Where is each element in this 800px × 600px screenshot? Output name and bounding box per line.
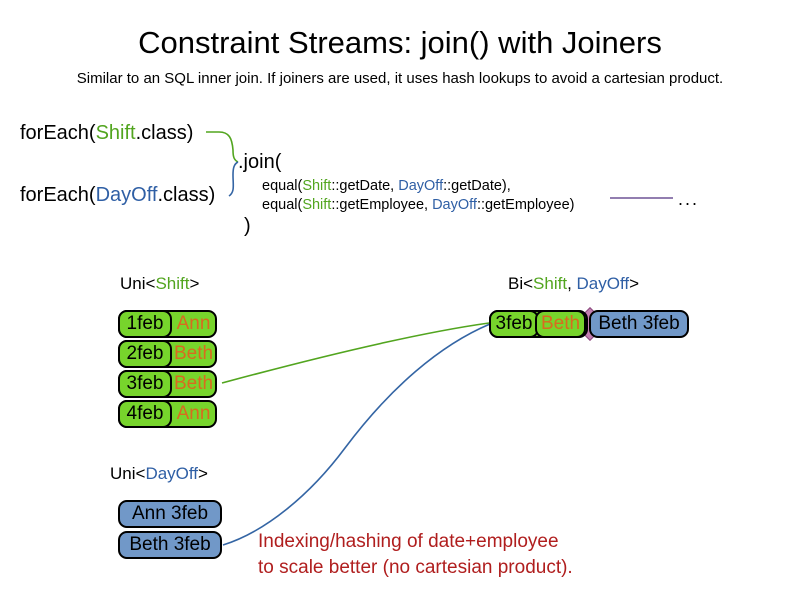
label-text: >	[198, 464, 208, 483]
label-text: ,	[567, 274, 577, 293]
code-text: ::getEmployee)	[476, 197, 575, 213]
shift-row-1feb: 1feb Ann	[118, 310, 217, 338]
dayoff-to-bi-connector	[222, 323, 491, 546]
code-text: ::getEmployee,	[331, 197, 433, 213]
label-text: Bi<	[508, 274, 534, 293]
shift-date-cell: 2feb	[118, 340, 172, 368]
shift-date-cell: 3feb	[118, 370, 172, 398]
shift-to-bi-connector	[221, 322, 490, 384]
shift-row-3feb: 3feb Beth	[118, 370, 217, 398]
code-join-close: )	[244, 215, 251, 237]
shift-class-token: Shift	[95, 122, 136, 144]
code-join-open: .join(	[238, 151, 282, 173]
label-text: >	[189, 274, 200, 293]
label-text: Uni<	[110, 464, 146, 483]
code-text: .class)	[135, 122, 194, 144]
code-text: equal(	[262, 197, 303, 213]
bi-shift-employee-cell: Beth	[535, 310, 586, 338]
dayoff-class-token: DayOff	[398, 178, 444, 194]
shift-class-token: Shift	[302, 197, 332, 213]
code-foreach-dayoff: forEach(DayOff.class)	[20, 182, 215, 208]
code-text: forEach(	[20, 122, 96, 144]
bi-row-shift-part: 3feb Beth	[489, 310, 588, 338]
shift-class-token: Shift	[302, 178, 332, 194]
code-text: forEach(	[20, 184, 96, 206]
label-text: >	[629, 274, 640, 293]
dayoff-row-beth: Beth 3feb	[118, 531, 222, 559]
code-text: .class)	[157, 184, 216, 206]
hashing-note-line2: to scale better (no cartesian product).	[258, 557, 573, 578]
dayoff-class-token: DayOff	[576, 274, 630, 293]
shift-row-4feb: 4feb Ann	[118, 400, 217, 428]
code-equal-employee: equal(Shift::getEmployee, DayOff::getEmp…	[262, 197, 574, 214]
bi-label: Bi<Shift, DayOff>	[508, 274, 639, 294]
shift-class-token: Shift	[155, 274, 190, 293]
code-text: equal(	[262, 178, 303, 194]
shift-employee-cell: Ann	[176, 313, 211, 334]
dayoff-class-token: DayOff	[432, 197, 477, 213]
label-text: Uni<	[120, 274, 156, 293]
shift-date-cell: 1feb	[118, 310, 172, 338]
more-joiners-ellipsis: ...	[678, 189, 700, 209]
shift-date-cell: 4feb	[118, 400, 172, 428]
bi-row-dayoff-part: Beth 3feb	[589, 310, 689, 338]
uni-dayoff-label: Uni<DayOff>	[110, 464, 208, 484]
shift-employee-cell: Ann	[176, 403, 211, 424]
uni-shift-label: Uni<Shift>	[120, 274, 199, 294]
hashing-note-line1: Indexing/hashing of date+employee	[258, 531, 559, 552]
shift-employee-cell: Beth	[173, 373, 214, 394]
code-equal-date: equal(Shift::getDate, DayOff::getDate),	[262, 178, 511, 195]
code-text: ::getDate),	[443, 178, 511, 194]
shift-class-token: Shift	[533, 274, 568, 293]
shift-row-2feb: 2feb Beth	[118, 340, 217, 368]
shift-employee-cell: Beth	[173, 343, 214, 364]
code-foreach-shift: forEach(Shift.class)	[20, 120, 193, 146]
page-subtitle: Similar to an SQL inner join. If joiners…	[76, 70, 724, 87]
bi-shift-date-cell: 3feb	[489, 310, 539, 338]
dayoff-row-ann: Ann 3feb	[118, 500, 222, 528]
dayoff-class-token: DayOff	[95, 184, 158, 206]
brace-blue-connector	[228, 161, 239, 197]
code-text: ::getDate,	[331, 178, 399, 194]
page-title: Constraint Streams: join() with Joiners	[138, 25, 662, 60]
brace-green-connector	[206, 131, 239, 163]
dayoff-class-token: DayOff	[145, 464, 199, 483]
